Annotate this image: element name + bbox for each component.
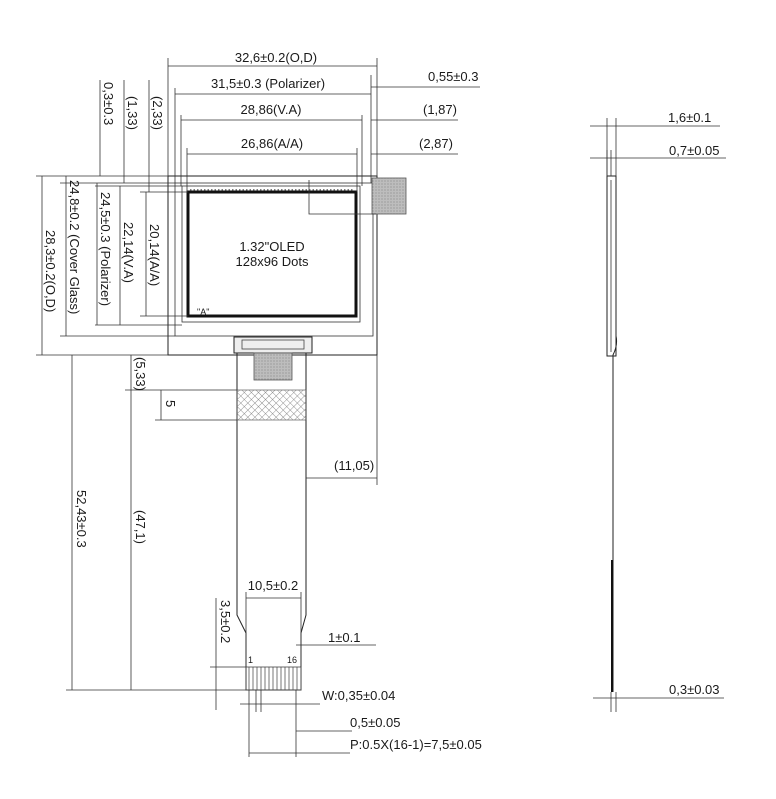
dim-right-055: 0,55±0.3: [428, 69, 479, 84]
active-area: [186, 190, 358, 318]
dim-fpc-533: (5,33): [133, 357, 148, 391]
dim-aa-height: 20,14(A/A): [147, 224, 162, 286]
dim-fpc-5: 5: [163, 400, 178, 407]
pin-16-label: 16: [287, 655, 297, 665]
side-view: 1,6±0.1 0,7±0.05 0,3±0.03: [590, 110, 726, 712]
dim-total-thickness: 1,6±0.1: [668, 110, 711, 125]
dim-left-233: (2,33): [150, 96, 165, 130]
dim-fpc-width: 10,5±0.2: [248, 578, 299, 593]
dim-va-height: 22,14(V.A): [121, 222, 136, 283]
dim-cover-glass-height: 24,8±0.2 (Cover Glass): [67, 180, 82, 314]
dim-outline-width: 32,6±0.2(O,D): [235, 50, 317, 65]
dim-va-width: 28,86(V.A): [241, 102, 302, 117]
side-glass: [606, 175, 617, 357]
dim-fpc-35: 3,5±0.2: [218, 600, 233, 643]
driver-ic: [371, 177, 407, 215]
panel-title: 1.32"OLED: [239, 239, 304, 254]
cover-glass: [174, 182, 374, 337]
side-fpc: [612, 335, 618, 692]
dim-outline-height: 28,3±0.2(O,D): [43, 230, 58, 312]
dim-left-03: 0,3±0.3: [101, 82, 116, 125]
pin-1-label: 1: [248, 655, 253, 665]
dim-glass-thickness: 0,7±0.05: [669, 143, 720, 158]
dim-right-187: (1,87): [423, 102, 457, 117]
corner-marker-label: "A": [197, 307, 209, 317]
fpc-bonding-bar: [233, 336, 313, 354]
dim-pitch-total: P:0.5X(16-1)=7,5±0.05: [350, 737, 482, 752]
dim-pin-width: W:0,35±0.04: [322, 688, 395, 703]
dim-fpc-1105: (11,05): [334, 458, 374, 473]
dim-fpc-1: 1±0.1: [328, 630, 360, 645]
dim-left-133: (1,33): [125, 96, 140, 130]
module-front-view: 1.32"OLED 128x96 Dots "A": [167, 175, 407, 356]
dim-polarizer-height: 24,5±0.3 (Polarizer): [98, 192, 113, 306]
fpc-dimensions: (5,33) 5 52,43±0.3 (47,1) (11,05) 10,5±0…: [66, 355, 482, 757]
dim-pin-pitch: 0,5±0.05: [350, 715, 401, 730]
dim-aa-width: 26,86(A/A): [241, 136, 303, 151]
dim-fpc-471: (47,1): [133, 510, 148, 544]
dim-fpc-thickness: 0,3±0.03: [669, 682, 720, 697]
visible-area: [181, 185, 361, 323]
panel-resolution: 128x96 Dots: [236, 254, 309, 269]
dim-right-287: (2,87): [419, 136, 453, 151]
fpc-front-view: 1 16: [233, 336, 313, 691]
dim-polarizer-width: 31,5±0.3 (Polarizer): [211, 76, 325, 91]
dim-fpc-length: 52,43±0.3: [74, 490, 89, 548]
top-dimensions: 32,6±0.2(O,D) 31,5±0.3 (Polarizer) 0,55±…: [167, 50, 480, 192]
left-dimensions: 0,3±0.3 (1,33) (2,33) 28,3±0.2(O,D) 24,8…: [36, 80, 188, 356]
fpc-pin-contacts: [245, 666, 302, 691]
fpc-ic-area: [253, 352, 293, 381]
